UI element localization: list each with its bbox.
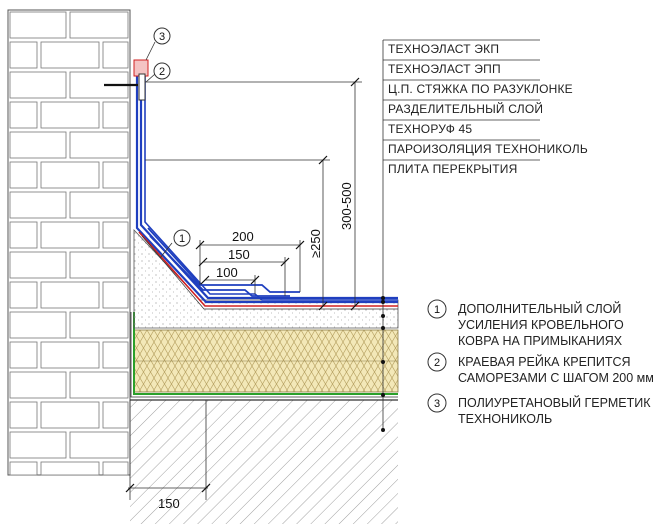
- brick: [102, 101, 129, 129]
- brick: [40, 341, 100, 369]
- brick: [9, 191, 67, 219]
- brick-wall: [7, 9, 131, 476]
- layer-label-5: ТЕХНОРУФ 45: [388, 122, 472, 136]
- note-2-number: 2: [434, 357, 440, 369]
- dimension-100: 100: [216, 265, 238, 280]
- dimension-lines: [128, 81, 362, 500]
- layer-label-6: ПАРОИЗОЛЯЦИЯ ТЕХНОНИКОЛЬ: [388, 142, 588, 156]
- note-2-line-1: КРАЕВАЯ РЕЙКА КРЕПИТСЯ: [458, 354, 631, 369]
- layer-leader-lines: [382, 39, 540, 430]
- brick: [9, 131, 67, 159]
- callout-1-number: 1: [179, 233, 185, 245]
- brick: [102, 221, 129, 249]
- callout-1: 1: [159, 229, 191, 259]
- brick: [40, 161, 100, 189]
- brick: [102, 461, 129, 476]
- brick: [69, 11, 129, 39]
- roofing-membranes: [135, 70, 398, 310]
- note-3-line-2: ТЕХНОНИКОЛЬ: [458, 412, 552, 426]
- brick: [40, 281, 100, 309]
- brick: [9, 341, 38, 369]
- dimension-150: 150: [228, 247, 250, 262]
- note-2-line-2: САМОРЕЗАМИ С ШАГОМ 200 мм: [458, 371, 654, 385]
- dimension-300-500: 300-500: [339, 182, 354, 230]
- brick: [9, 311, 67, 339]
- note-1-line-2: УСИЛЕНИЯ КРОВЕЛЬНОГО: [458, 318, 624, 332]
- brick: [9, 251, 67, 279]
- brick: [69, 251, 129, 279]
- brick: [9, 401, 38, 429]
- dimension-200: 200: [232, 229, 254, 244]
- layer-label-1: ТЕХНОЭЛАСТ ЭКП: [388, 42, 499, 56]
- floor-slab: [130, 399, 398, 524]
- brick: [69, 191, 129, 219]
- brick: [69, 431, 129, 459]
- vapor-barrier: [130, 312, 398, 398]
- brick: [9, 101, 38, 129]
- brick: [9, 431, 67, 459]
- note-1: 1 ДОПОЛНИТЕЛЬНЫЙ СЛОЙ УСИЛЕНИЯ КРОВЕЛЬНО…: [427, 299, 624, 348]
- note-3-number: 3: [434, 398, 440, 410]
- brick: [40, 41, 100, 69]
- brick: [9, 71, 67, 99]
- insulation-layer: [133, 329, 399, 393]
- brick: [9, 161, 38, 189]
- brick: [40, 401, 100, 429]
- layer-label-2: ТЕХНОЭЛАСТ ЭПП: [388, 62, 501, 76]
- brick: [9, 461, 38, 476]
- brick: [102, 341, 129, 369]
- brick: [9, 221, 38, 249]
- callout-2-number: 2: [159, 66, 165, 78]
- brick: [40, 101, 100, 129]
- callout-3-number: 3: [159, 31, 165, 43]
- dimension-ticks: [125, 77, 360, 493]
- brick: [9, 281, 38, 309]
- brick: [102, 281, 129, 309]
- brick: [69, 371, 129, 399]
- brick: [69, 131, 129, 159]
- note-1-line-3: КОВРА НА ПРИМЫКАНИЯХ: [458, 334, 623, 348]
- brick: [102, 161, 129, 189]
- dimension-250: ≥250: [308, 229, 323, 258]
- note-1-line-1: ДОПОЛНИТЕЛЬНЫЙ СЛОЙ: [458, 301, 621, 316]
- note-3-line-1: ПОЛИУРЕТАНОВЫЙ ГЕРМЕТИК: [458, 395, 651, 410]
- brick: [9, 11, 67, 39]
- layer-indicator-dots: [381, 296, 385, 432]
- brick: [9, 371, 67, 399]
- note-3: 3 ПОЛИУРЕТАНОВЫЙ ГЕРМЕТИК ТЕХНОНИКОЛЬ: [427, 393, 651, 426]
- edge-rail-and-sealant: [104, 59, 149, 101]
- brick: [9, 41, 38, 69]
- brick: [40, 221, 100, 249]
- brick: [102, 41, 129, 69]
- note-2: 2 КРАЕВАЯ РЕЙКА КРЕПИТСЯ САМОРЕЗАМИ С ША…: [427, 352, 654, 385]
- layer-label-3: Ц.П. СТЯЖКА ПО РАЗУКЛОНКЕ: [388, 82, 573, 96]
- brick: [69, 311, 129, 339]
- brick: [40, 461, 100, 476]
- dimension-150-bottom: 150: [158, 496, 180, 511]
- layer-label-7: ПЛИТА ПЕРЕКРЫТИЯ: [388, 162, 517, 176]
- callout-2: 2: [145, 62, 171, 83]
- brick: [102, 401, 129, 429]
- note-1-number: 1: [434, 304, 440, 316]
- callout-3: 3: [145, 27, 171, 61]
- layer-label-4: РАЗДЕЛИТЕЛЬНЫЙ СЛОЙ: [388, 101, 543, 116]
